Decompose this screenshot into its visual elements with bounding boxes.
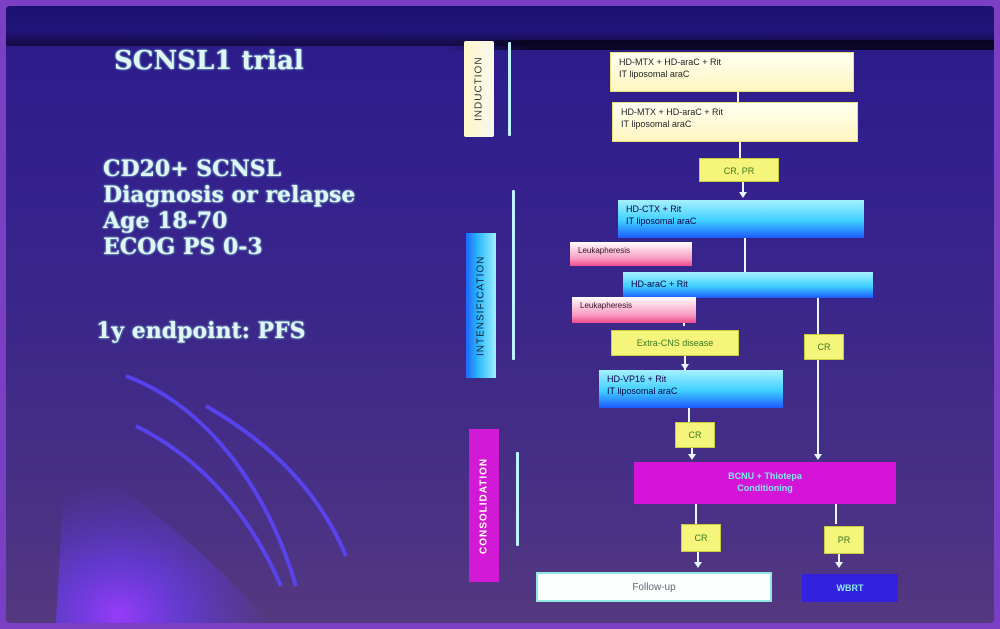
projector-top-edge [6, 6, 994, 46]
decorative-swoosh [56, 374, 348, 623]
induction-cycle-2: HD-MTX + HD-araC + Rit IT liposomal araC [612, 102, 858, 142]
regimen-text: HD-CTX + Rit [626, 204, 682, 214]
response-cr-right: CR [804, 334, 844, 360]
arrow-down-icon [739, 192, 747, 198]
arrow-down-icon [681, 364, 689, 370]
hd-arac-box: HD-araC + Rit [623, 272, 873, 298]
connector [688, 404, 690, 422]
response-pr-bottom: PR [824, 526, 864, 554]
conditioning-box: BCNU + Thiotepa Conditioning [634, 462, 896, 504]
follow-up-box: Follow-up [536, 572, 772, 602]
connector [835, 502, 837, 524]
connector [838, 548, 840, 564]
leukapheresis-box-2: Leukapheresis [572, 297, 696, 323]
phase-consolidation-label: CONSOLIDATION [469, 429, 499, 582]
decorative-arc [135, 424, 283, 587]
connector [817, 296, 819, 458]
phase-divider [512, 190, 515, 360]
arrow-down-icon [694, 562, 702, 568]
arrow-down-icon [688, 454, 696, 460]
connector [691, 446, 693, 458]
hd-ctx-box: HD-CTX + Rit IT liposomal araC [618, 200, 864, 238]
regimen-text: IT liposomal araC [626, 216, 697, 226]
induction-cycle-1: HD-MTX + HD-araC + Rit IT liposomal araC [610, 52, 854, 92]
regimen-text: IT liposomal araC [621, 119, 692, 129]
hd-vp16-box: HD-VP16 + Rit IT liposomal araC [599, 370, 783, 408]
inclusion-criteria: CD20+ SCNSL Diagnosis or relapse Age 18-… [103, 156, 355, 260]
regimen-text: HD-MTX + HD-araC + Rit [621, 107, 724, 117]
wbrt-box: WBRT [802, 574, 898, 602]
regimen-text: IT liposomal araC [607, 386, 678, 396]
endpoint: 1y endpoint: PFS [96, 318, 306, 344]
connector [737, 92, 739, 106]
response-cr-mid: CR [675, 422, 715, 448]
projector-top-shadow [446, 40, 994, 50]
connector [742, 182, 744, 194]
connector [697, 548, 699, 564]
criterion: Age 18-70 [103, 208, 228, 234]
regimen-text: IT liposomal araC [619, 69, 690, 79]
connector [744, 238, 746, 276]
regimen-text: HD-MTX + HD-araC + Rit [619, 57, 722, 67]
response-cr-pr: CR, PR [699, 158, 779, 182]
phase-divider [516, 452, 519, 546]
regimen-text: BCNU + Thiotepa [728, 471, 802, 481]
leukapheresis-box-1: Leukapheresis [570, 242, 692, 266]
decorative-glow [56, 446, 266, 623]
connector [739, 142, 741, 160]
phase-divider [508, 42, 511, 136]
criterion: ECOG PS 0-3 [103, 234, 263, 260]
arrow-down-icon [814, 454, 822, 460]
decorative-arc [125, 374, 298, 587]
response-cr-bottom: CR [681, 524, 721, 552]
regimen-text: HD-VP16 + Rit [607, 374, 667, 384]
slide-title: SCNSL1 trial [114, 46, 304, 76]
connector [684, 354, 686, 370]
connector [695, 502, 697, 524]
arrow-down-icon [835, 562, 843, 568]
phase-induction-label: INDUCTION [464, 41, 494, 137]
phase-intensification-label: INTENSIFICATION [466, 233, 496, 378]
criterion: CD20+ SCNSL [103, 156, 282, 182]
regimen-text: Conditioning [737, 483, 793, 493]
slide-photo: SCNSL1 trial CD20+ SCNSL Diagnosis or re… [6, 6, 994, 623]
decorative-arc [205, 404, 348, 557]
extra-cns-disease-box: Extra-CNS disease [611, 330, 739, 356]
criterion: Diagnosis or relapse [103, 182, 356, 208]
